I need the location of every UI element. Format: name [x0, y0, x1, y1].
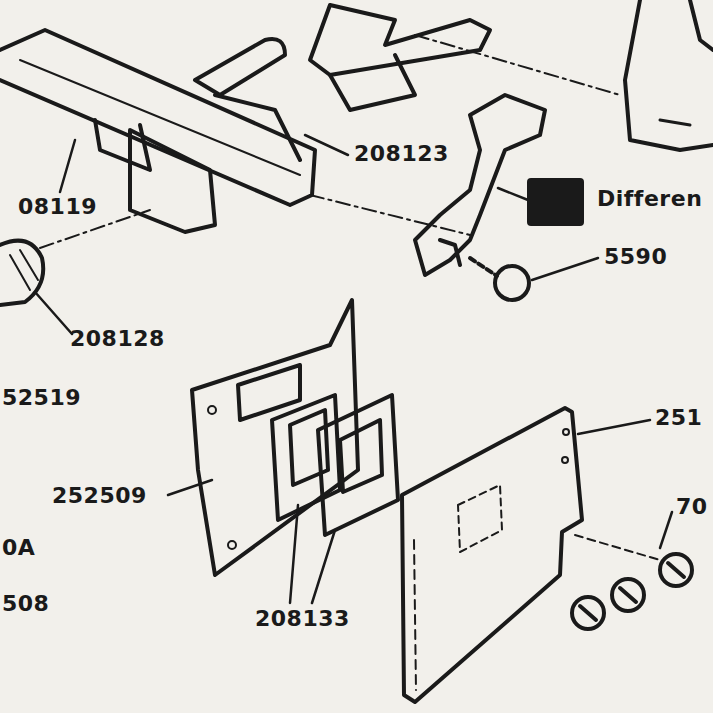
callout-number: 208128: [70, 328, 165, 350]
callout-number: 208133: [255, 608, 350, 630]
callout-number: 252509: [52, 485, 147, 507]
callout-number: 5590: [604, 246, 667, 268]
callout-number: 52519: [2, 387, 81, 409]
callout-number: 08119: [18, 196, 97, 218]
callout-number: Differen: [597, 188, 702, 210]
callout-number: 508: [2, 593, 49, 615]
callout-number: 208123: [354, 143, 449, 165]
callout-number: 0A: [2, 537, 35, 559]
callout-number: 70: [676, 496, 708, 518]
note-symbol: [527, 178, 584, 226]
callout-number: 251: [655, 407, 702, 429]
